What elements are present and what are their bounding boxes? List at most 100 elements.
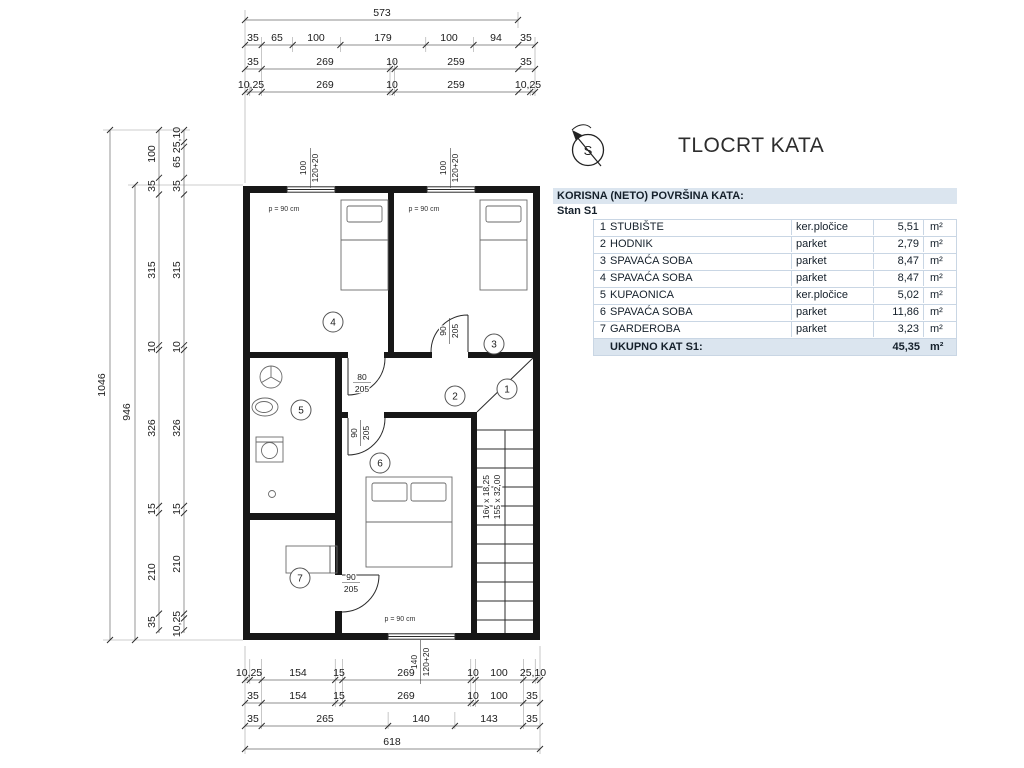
table-row: 4 SPAVAĆA SOBA parket 8,47 m²: [594, 271, 956, 288]
room-number: 3: [491, 340, 497, 351]
dim-label: 15: [333, 667, 345, 679]
area-unit: m²: [930, 255, 943, 267]
dim-label: 269: [397, 667, 415, 679]
parapet-label: p = 90 cm: [409, 206, 440, 213]
bed-frame: [479, 199, 528, 291]
floor-finish: ker.pločice: [792, 288, 874, 303]
pillow: [485, 205, 522, 223]
floor-finish: parket: [792, 237, 874, 252]
compass-flourish: [571, 124, 592, 131]
room-number: 6: [377, 459, 383, 470]
closet: [285, 545, 331, 574]
dim-label: 65: [171, 156, 183, 168]
room-area: 2,79: [874, 237, 924, 252]
room-name: SPAVAĆA SOBA: [606, 305, 792, 320]
wall-interior: [394, 352, 432, 358]
dim-label: 315: [146, 261, 158, 279]
parapet-label: p = 90 cm: [385, 616, 416, 623]
left-dim-lines: [109, 130, 185, 640]
room-number: 2: [452, 392, 458, 403]
area-unit: m²: [930, 306, 943, 318]
left-ticks-4: [180, 126, 188, 634]
left-dimensions: 1046 946 100 35 315 10 326 15 210 35 25,…: [96, 126, 188, 644]
table-row: 1 STUBIŠTE ker.pločice 5,51 m²: [594, 220, 956, 237]
room-number: 7: [297, 574, 303, 585]
wall-interior: [384, 412, 477, 418]
furniture: [251, 199, 528, 574]
table-subtitle: Stan S1: [553, 204, 957, 219]
floor-finish: ker.pločice: [792, 220, 874, 235]
door-bathroom: [347, 357, 386, 396]
dim-label: 10: [467, 667, 479, 679]
wall-interior: [335, 611, 342, 633]
dim-label: 100: [307, 32, 325, 44]
door-garderoba: [341, 574, 380, 613]
bottom-ticks-3: [241, 722, 544, 730]
dim-label: 10,25: [238, 79, 264, 91]
wall-right: [533, 186, 540, 640]
windows: [286, 186, 476, 640]
dim-label: 35: [247, 713, 259, 725]
dim-label: 100: [146, 145, 158, 163]
row-number: 1: [599, 221, 606, 233]
room-area: 5,51: [874, 220, 924, 235]
row-number: 2: [599, 238, 606, 250]
dim-label: 25,10: [171, 127, 183, 153]
bed-frame: [340, 199, 389, 291]
wall-interior: [250, 352, 348, 358]
closet-side: [329, 545, 338, 574]
room-name: STUBIŠTE: [606, 220, 792, 235]
dim-label: 143: [480, 713, 498, 725]
row-number: 5: [599, 289, 606, 301]
dim-label: 618: [383, 736, 401, 748]
dim-label: 269: [316, 79, 334, 91]
floor-finish: parket: [792, 254, 874, 269]
top-ticks-1: [241, 16, 522, 24]
row-number: 7: [599, 323, 606, 335]
compass-needle: [576, 136, 602, 167]
top-ticks-3: [241, 65, 539, 73]
total-label: UKUPNO KAT S1:: [610, 341, 703, 353]
dim-label: 15: [333, 690, 345, 702]
door-height-label: 205: [344, 584, 358, 594]
dim-label: 35: [146, 616, 158, 628]
dim-label: 100: [440, 32, 458, 44]
left-ticks-3: [155, 126, 163, 634]
left-ticks-2: [131, 181, 139, 644]
pillow: [346, 205, 383, 223]
wall-interior: [335, 358, 342, 575]
dim-label: 10: [386, 79, 398, 91]
room-name: SPAVAĆA SOBA: [606, 271, 792, 286]
dim-label: 100: [490, 667, 508, 679]
wall-top: [335, 186, 427, 193]
wall-interior: [384, 352, 388, 358]
window-width-label: 100: [438, 161, 448, 175]
room-area: 8,47: [874, 271, 924, 286]
door-width-label: 90: [438, 326, 448, 336]
dim-label: 65: [271, 32, 283, 44]
door-bedroom6: [347, 417, 386, 456]
dim-label: 94: [490, 32, 502, 44]
area-unit: m²: [930, 221, 943, 233]
dim-label: 269: [397, 690, 415, 702]
room-circle: [290, 399, 312, 421]
bottom-dimensions: 10,25 154 15 269 10 100 25,10 35 154 15 …: [236, 667, 546, 753]
parapet-label: p = 90 cm: [269, 206, 300, 213]
wall-top: [243, 186, 287, 193]
compass-arrowhead: [572, 130, 582, 141]
room-circle: [483, 333, 505, 355]
pillow: [410, 482, 447, 502]
spacer: [792, 339, 874, 354]
bed-room4: [340, 199, 389, 291]
table-row: 7 GARDEROBA parket 3,23 m²: [594, 322, 956, 339]
dim-label: 179: [374, 32, 392, 44]
door-width-label: 90: [349, 428, 359, 438]
bottom-ticks-2: [241, 699, 544, 707]
dim-label: 15: [171, 503, 183, 515]
floor-drain: [268, 490, 276, 498]
total-area: 45,35: [892, 341, 920, 353]
north-compass: S: [571, 124, 605, 167]
dim-label: 35: [520, 56, 532, 68]
dim-label: 946: [121, 403, 133, 421]
